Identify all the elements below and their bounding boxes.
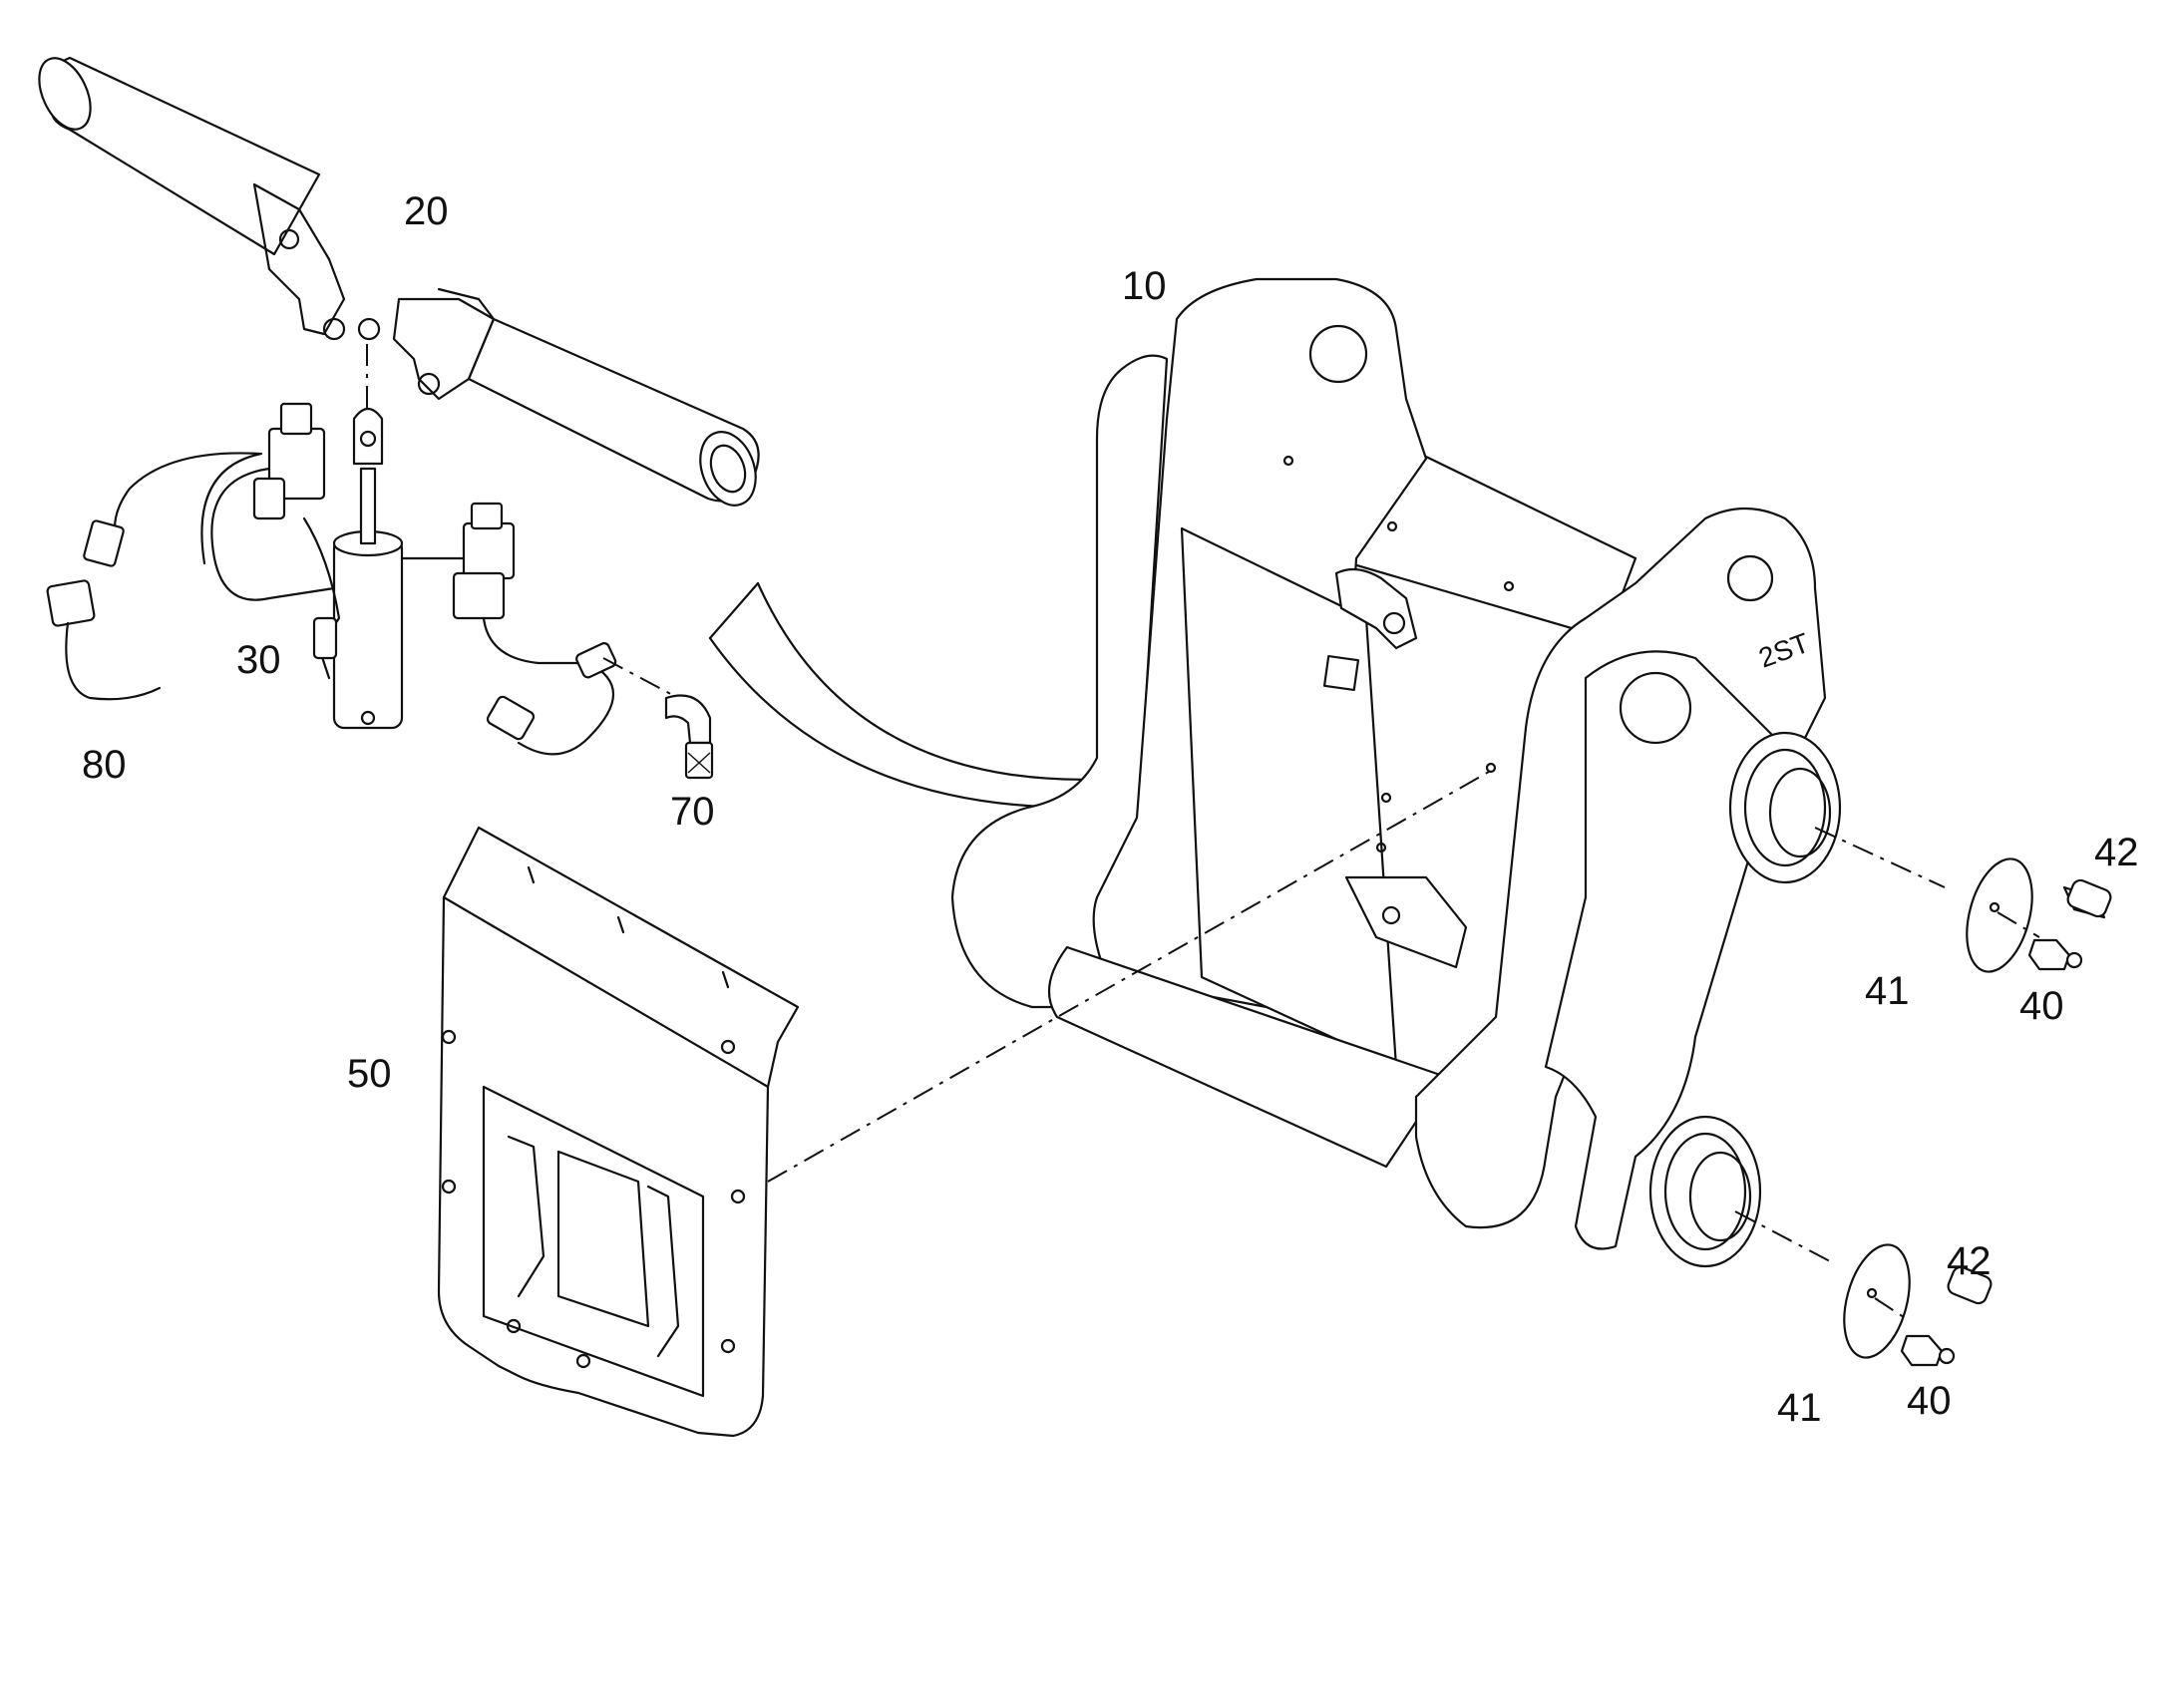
- callout-80: 80: [82, 743, 127, 787]
- callout-70: 70: [670, 790, 715, 834]
- callout-40-upper: 40: [2019, 984, 2064, 1028]
- part-30-valve-assembly: [200, 402, 617, 756]
- cap-set-upper: [1966, 857, 2112, 973]
- callout-41-upper: 41: [1865, 969, 1910, 1013]
- callout-50: 50: [347, 1052, 392, 1096]
- callout-42-upper: 42: [2094, 831, 2139, 874]
- cap-set-lower: [1843, 1243, 1993, 1367]
- callout-40-lower: 40: [1907, 1379, 1952, 1423]
- part-10-coupler-frame: 2ST: [950, 277, 1842, 1268]
- part-50-cover-plate: [437, 826, 800, 1438]
- callout-30: 30: [236, 638, 281, 682]
- callout-10: 10: [1122, 264, 1167, 308]
- part-70-elbow-fitting: [602, 657, 714, 780]
- part-20-cylinders: [38, 56, 760, 507]
- callout-42-lower: 42: [1947, 1239, 1992, 1283]
- part-80-sensor-cable: [46, 452, 261, 701]
- callout-20: 20: [404, 189, 449, 233]
- callout-41-lower: 41: [1777, 1386, 1822, 1430]
